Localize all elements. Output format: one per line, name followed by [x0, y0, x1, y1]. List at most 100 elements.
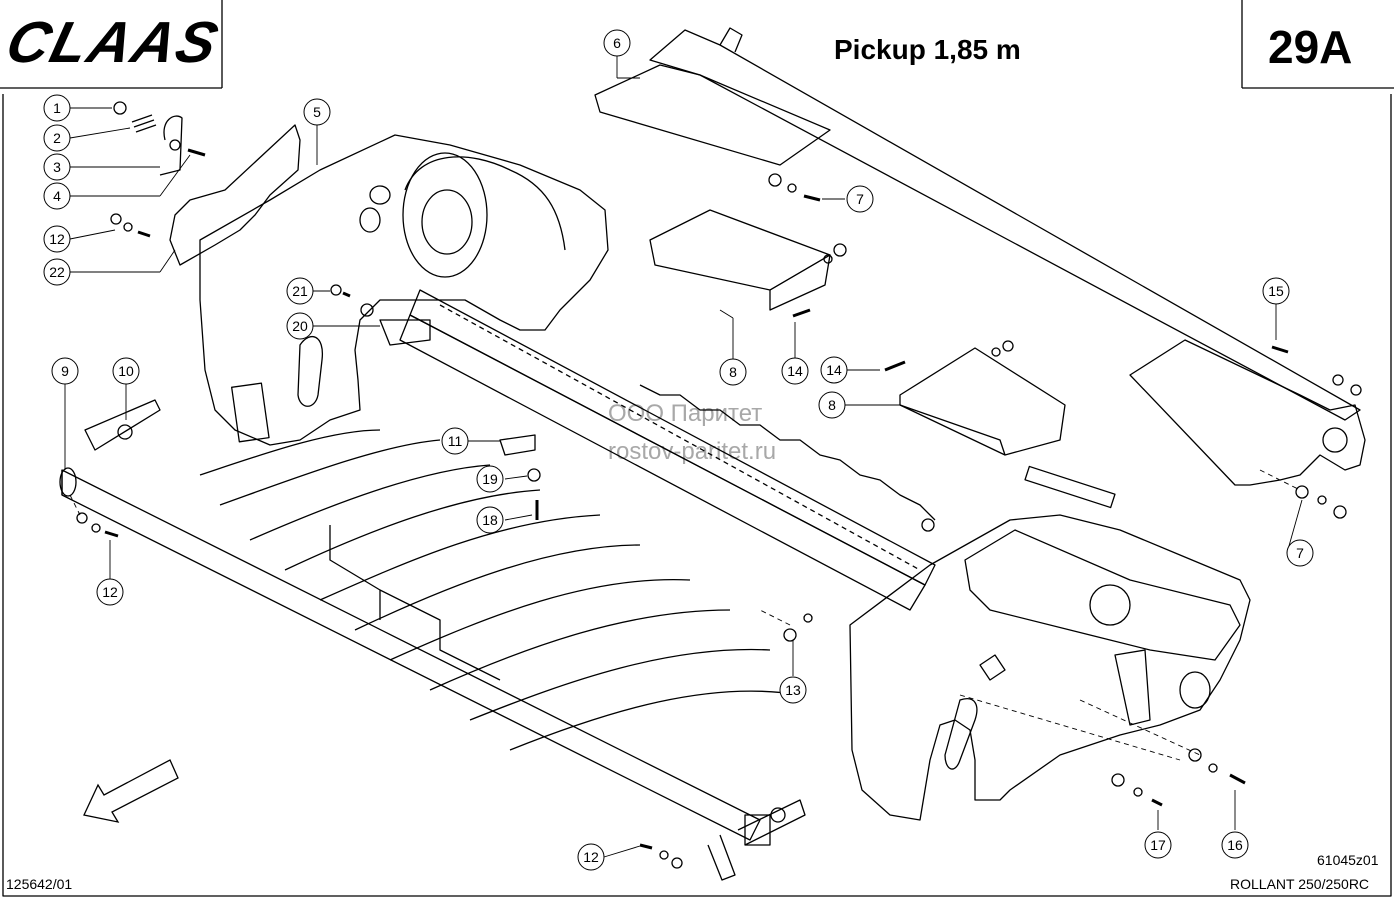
- callout-number: 6: [613, 35, 621, 51]
- callout-number: 10: [118, 363, 134, 379]
- callout-number: 12: [583, 849, 599, 865]
- callout-c4: 4: [43, 182, 71, 210]
- callout-c3: 3: [43, 153, 71, 181]
- watermark-company: ООО Паритет: [608, 400, 763, 427]
- deflector-plate-lower: [899, 347, 1066, 456]
- callout-number: 5: [313, 104, 321, 120]
- callout-c7b: 7: [1286, 539, 1314, 567]
- callout-number: 11: [448, 433, 463, 449]
- callout-circle: [43, 153, 71, 181]
- callout-number: 4: [53, 188, 61, 204]
- callout-circle: [43, 225, 71, 253]
- callout-circle: [1221, 831, 1249, 859]
- callout-c21: 21: [286, 277, 314, 305]
- callout-c16: 16: [1221, 831, 1249, 859]
- callout-number: 18: [482, 512, 498, 528]
- callout-c5: 5: [303, 98, 331, 126]
- pickup-tines: [199, 429, 801, 751]
- callout-c14b: 14: [781, 357, 809, 385]
- callout-circle: [779, 676, 807, 704]
- callout-circle: [43, 124, 71, 152]
- callout-c9: 9: [51, 357, 79, 385]
- callout-leaders: [64, 55, 1303, 858]
- callout-circle: [43, 182, 71, 210]
- callout-number: 9: [61, 363, 69, 379]
- callout-number: 12: [102, 584, 118, 600]
- callout-c10: 10: [112, 357, 140, 385]
- rear-guide-rail: [594, 27, 1366, 486]
- callout-circle: [1262, 277, 1290, 305]
- callout-c12c: 12: [577, 843, 605, 871]
- sheet-number: 29A: [1268, 21, 1353, 73]
- callout-circle: [51, 357, 79, 385]
- callout-number: 22: [49, 264, 65, 280]
- direction-arrow: [83, 759, 179, 823]
- callout-circle: [43, 94, 71, 122]
- alignment-lines: [69, 469, 1301, 761]
- callout-c12b: 12: [96, 578, 124, 606]
- watermark-website: rostov-paritet.ru: [608, 438, 777, 465]
- callout-c2: 2: [43, 124, 71, 152]
- callout-c8a: 8: [719, 358, 747, 386]
- callout-circle: [96, 578, 124, 606]
- callout-number: 8: [828, 397, 836, 413]
- callout-number: 15: [1268, 283, 1284, 299]
- callout-number: 12: [49, 231, 65, 247]
- callout-c22: 22: [43, 258, 71, 286]
- right-side-plate: [849, 465, 1251, 821]
- callout-circle: [286, 312, 314, 340]
- callout-number: 2: [53, 130, 61, 146]
- left-side-plate: [169, 124, 609, 446]
- callout-number: 3: [53, 159, 61, 175]
- callout-circle: [1286, 539, 1314, 567]
- callout-number: 19: [482, 471, 498, 487]
- callout-c7a: 7: [846, 185, 874, 213]
- callout-number: 13: [785, 682, 801, 698]
- callout-number: 20: [292, 318, 308, 334]
- callout-circle: [603, 29, 631, 57]
- callout-c19: 19: [476, 465, 504, 493]
- callout-c12a: 12: [43, 225, 71, 253]
- callout-number: 7: [1296, 545, 1304, 561]
- callout-c13: 13: [779, 676, 807, 704]
- page-title: Pickup 1,85 m: [834, 34, 1021, 65]
- callout-c8b: 8: [818, 391, 846, 419]
- callout-c14a: 14: [820, 356, 848, 384]
- deflector-plate-upper: [649, 209, 831, 311]
- callout-circle: [112, 357, 140, 385]
- callout-number: 17: [1150, 837, 1166, 853]
- callout-circle: [303, 98, 331, 126]
- callout-circle: [846, 185, 874, 213]
- callout-circle: [818, 391, 846, 419]
- front-tube: [59, 399, 806, 881]
- callout-c18: 18: [476, 506, 504, 534]
- callout-circle: [781, 357, 809, 385]
- callout-circle: [476, 465, 504, 493]
- callout-circle: [719, 358, 747, 386]
- machine-model: ROLLANT 250/250RC: [1230, 876, 1370, 892]
- callout-circle: [476, 506, 504, 534]
- callout-circle: [286, 277, 314, 305]
- callout-c11: 11: [441, 427, 469, 455]
- callout-c15: 15: [1262, 277, 1290, 305]
- callout-number: 21: [292, 283, 308, 299]
- drawing-code-left: 125642/01: [6, 876, 73, 892]
- callout-number: 14: [826, 362, 842, 378]
- callout-number: 7: [856, 191, 864, 207]
- callout-circle: [43, 258, 71, 286]
- callout-circle: [577, 843, 605, 871]
- callout-number: 8: [729, 364, 737, 380]
- callout-c17: 17: [1144, 831, 1172, 859]
- fastener-hardware: [76, 101, 1362, 869]
- callout-c20: 20: [286, 312, 314, 340]
- callout-number: 1: [53, 100, 61, 116]
- callout-c6: 6: [603, 29, 631, 57]
- callout-circle: [441, 427, 469, 455]
- cross-beam: [399, 289, 936, 611]
- callout-circle: [1144, 831, 1172, 859]
- callout-number: 16: [1227, 837, 1243, 853]
- drawing-code-right: 61045z01: [1317, 852, 1379, 868]
